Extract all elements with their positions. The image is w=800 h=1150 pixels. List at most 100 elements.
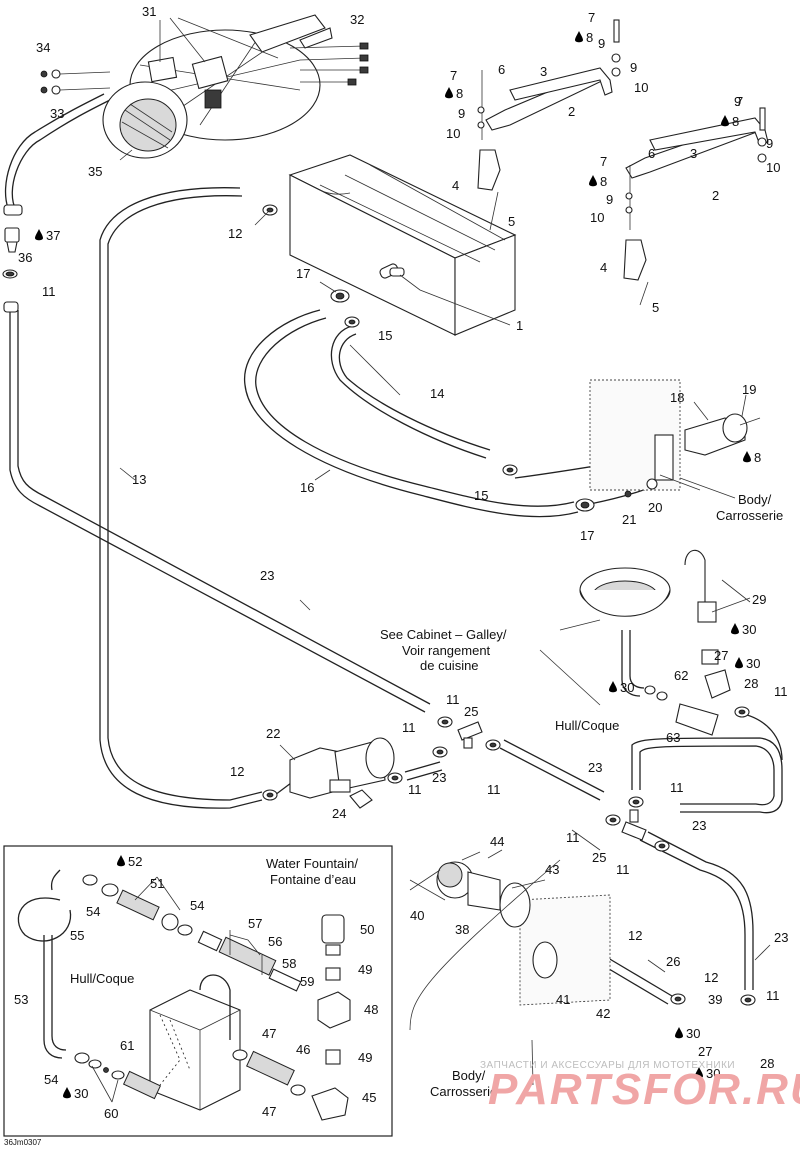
part-callout: 11 xyxy=(446,692,460,707)
fill-assembly xyxy=(589,379,761,498)
part-callout: 18 xyxy=(670,390,684,405)
part-callout: 8 xyxy=(586,30,593,45)
part-callout: 2 xyxy=(712,188,719,203)
part-callout: 47 xyxy=(262,1104,276,1119)
loctite-drop-icon xyxy=(735,657,743,669)
body-note-top-line2: Carrosserie xyxy=(716,508,783,523)
part-callout: 8 xyxy=(754,450,761,465)
part-callout: 11 xyxy=(408,782,422,797)
part-callout: 3 xyxy=(690,146,697,161)
part-callout: 56 xyxy=(268,934,282,949)
part-callout: 48 xyxy=(364,1002,378,1017)
part-callout: 8 xyxy=(456,86,463,101)
part-callout: 36 xyxy=(18,250,32,265)
part-callout: 11 xyxy=(487,782,501,797)
part-callout: 9 xyxy=(598,36,605,51)
part-callout: 33 xyxy=(50,106,64,121)
part-callout: 5 xyxy=(508,214,515,229)
part-callout: 54 xyxy=(86,904,100,919)
body-note-bottom-line1: Body/ xyxy=(452,1068,486,1083)
part-callout: 25 xyxy=(464,704,478,719)
part-callout: 57 xyxy=(248,916,262,931)
part-callout: 42 xyxy=(596,1006,610,1021)
part-callout: 8 xyxy=(732,114,739,129)
part-callout: 45 xyxy=(362,1090,376,1105)
part-callout: 9 xyxy=(458,106,465,121)
part-callout: 50 xyxy=(360,922,374,937)
part-callout: 34 xyxy=(36,40,50,55)
part-callout: 44 xyxy=(490,834,504,849)
part-callout: 30 xyxy=(746,656,760,671)
part-callout: 14 xyxy=(430,386,444,401)
part-callout: 9 xyxy=(766,136,773,151)
part-callout: 10 xyxy=(590,210,604,225)
part-callout: 11 xyxy=(670,780,684,795)
water-tank xyxy=(288,154,517,336)
part-callout: 11 xyxy=(774,684,788,699)
part-callout: 30 xyxy=(620,680,634,695)
water-fountain-inset xyxy=(3,845,393,1137)
loctite-drop-icon xyxy=(609,681,617,693)
part-callout: 10 xyxy=(634,80,648,95)
hull-note-right: Hull/Coque xyxy=(555,718,619,733)
part-callout: 30 xyxy=(742,622,756,637)
part-callout: 62 xyxy=(674,668,688,683)
galley-sink xyxy=(579,549,731,736)
part-callout: 17 xyxy=(580,528,594,543)
loctite-drop-icon xyxy=(117,855,125,867)
tank-straps xyxy=(477,19,769,306)
part-callout: 52 xyxy=(128,854,142,869)
diagram-id: 36Jm0307 xyxy=(4,1138,42,1147)
part-callout: 49 xyxy=(358,1050,372,1065)
part-callout: 11 xyxy=(616,862,630,877)
part-callout: 41 xyxy=(556,992,570,1007)
body-note-bottom-line2: Carrosserie xyxy=(430,1084,497,1099)
part-callout: 32 xyxy=(350,12,364,27)
water-fountain-line2: Fontaine d’eau xyxy=(270,872,356,887)
part-callout: 17 xyxy=(296,266,310,281)
loctite-drop-icon xyxy=(743,451,751,463)
part-callout: 43 xyxy=(545,862,559,877)
part-callout: 10 xyxy=(446,126,460,141)
part-callout: 53 xyxy=(14,992,28,1007)
part-callout: 7 xyxy=(736,94,743,109)
part-callout: 60 xyxy=(104,1106,118,1121)
part-callout: 11 xyxy=(766,988,780,1003)
part-callout: 30 xyxy=(74,1086,88,1101)
part-callout: 7 xyxy=(588,10,595,25)
part-callout: 46 xyxy=(296,1042,310,1057)
leader-lines xyxy=(91,17,771,1103)
part-callout: 6 xyxy=(648,146,655,161)
loctite-drop-icon xyxy=(589,175,597,187)
part-callout: 7 xyxy=(600,154,607,169)
part-callout: 35 xyxy=(88,164,102,179)
part-callout: 3 xyxy=(540,64,547,79)
loctite-drop-icon xyxy=(445,87,453,99)
callout-labels: 3132343335373611121715113141615171819821… xyxy=(14,4,788,1121)
part-callout: 39 xyxy=(708,992,722,1007)
part-callout: 13 xyxy=(132,472,146,487)
part-callout: 51 xyxy=(150,876,164,891)
part-callout: 2 xyxy=(568,104,575,119)
part-callout: 4 xyxy=(600,260,607,275)
part-callout: 20 xyxy=(648,500,662,515)
part-callout: 55 xyxy=(70,928,84,943)
part-callout: 9 xyxy=(606,192,613,207)
watermark-brand: PARTSFOR.RU xyxy=(488,1065,800,1114)
part-callout: 1 xyxy=(516,318,523,333)
part-callout: 27 xyxy=(714,648,728,663)
part-callout: 11 xyxy=(402,720,416,735)
loctite-drop-icon xyxy=(721,115,729,127)
loctite-drop-icon xyxy=(63,1087,71,1099)
part-callout: 54 xyxy=(44,1072,58,1087)
part-callout: 63 xyxy=(666,730,680,745)
loctite-drop-icon xyxy=(575,31,583,43)
part-callout: 4 xyxy=(452,178,459,193)
part-callout: 37 xyxy=(46,228,60,243)
part-callout: 27 xyxy=(698,1044,712,1059)
watermark: ЗАПЧАСТИ И АКСЕССУАРЫ ДЛЯ МОТОТЕХНИКИ PA… xyxy=(480,1060,800,1114)
part-callout: 21 xyxy=(622,512,636,527)
loctite-drop-icon xyxy=(35,229,43,241)
part-callout: 12 xyxy=(228,226,242,241)
